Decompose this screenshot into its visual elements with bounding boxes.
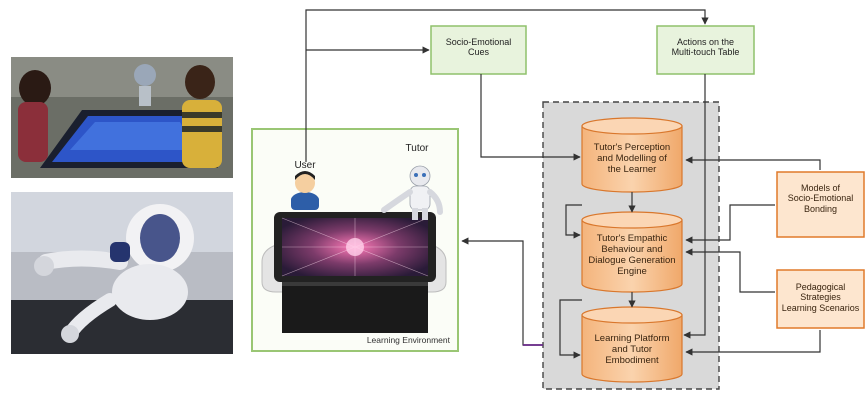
- connector-lines: [305, 9, 821, 359]
- photo-nao-robot: [11, 192, 233, 354]
- perception-label: Tutor's Perception and Modelling of the …: [593, 142, 671, 175]
- platform-cylinder: [581, 306, 683, 383]
- models-bonding-label: Models of Socio-Emotional Bonding: [787, 183, 854, 214]
- models-bonding-box: [776, 171, 865, 238]
- perception-cylinder: [581, 117, 683, 193]
- socio-emotional-cues-label: Socio-Emotional Cues: [445, 37, 512, 58]
- platform-label: Learning Platform and Tutor Embodiment: [594, 333, 670, 366]
- tutor-robot-icon: [381, 165, 443, 220]
- actions-multitouch-label: Actions on the Multi-touch Table: [671, 37, 740, 58]
- empathic-cylinder: [581, 211, 683, 293]
- user-label: User: [294, 160, 316, 171]
- user-avatar-icon: [291, 171, 319, 210]
- pedagogical-strategies-label: Pedagogical Strategies Learning Scenario…: [781, 282, 860, 313]
- tutor-label: Tutor: [405, 143, 429, 154]
- actions-multitouch-box: [656, 25, 755, 75]
- socio-emotional-cues-box: [430, 25, 527, 75]
- learning-environment-label: Learning Environment: [366, 335, 450, 345]
- empathic-label: Tutor's Empathic Behaviour and Dialogue …: [588, 233, 676, 277]
- pedagogical-strategies-box: [776, 269, 865, 329]
- multitouch-table-illustration: [261, 212, 447, 333]
- photo-children-at-table: [11, 57, 233, 178]
